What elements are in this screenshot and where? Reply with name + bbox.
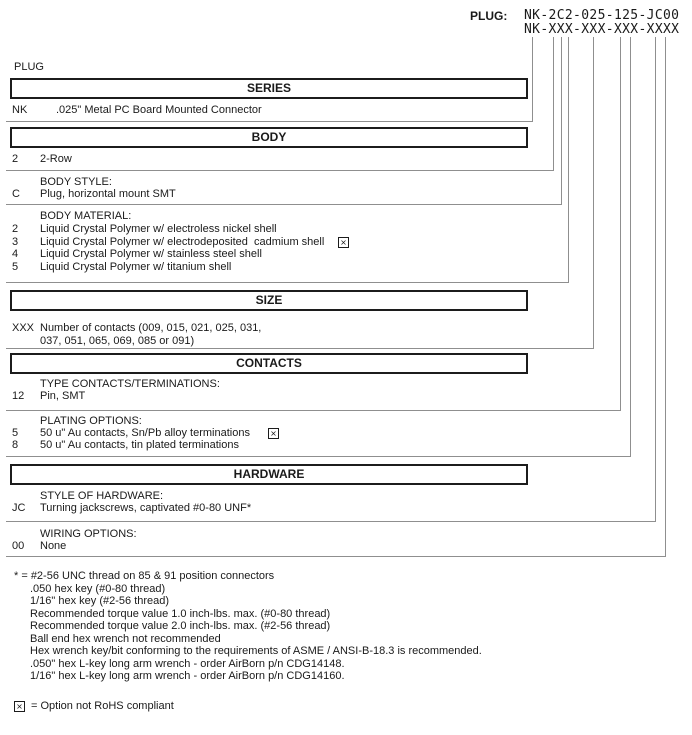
plating-heading: PLATING OPTIONS: — [40, 415, 142, 427]
footnote-line: Ball end hex wrench not recommended — [30, 633, 221, 645]
body-material-desc: Liquid Crystal Polymer w/ electroless ni… — [40, 223, 277, 235]
hardware-style-heading: STYLE OF HARDWARE: — [40, 490, 164, 502]
part-number-template: NK-XXX-XXX-XXX-XXXX — [524, 22, 680, 37]
not-rohs-icon: × — [338, 237, 349, 248]
body-material-code: 3 — [12, 236, 19, 248]
contact-type-heading: TYPE CONTACTS/TERMINATIONS: — [40, 378, 220, 390]
divider-wiring — [6, 556, 666, 557]
divider-hardware-style — [6, 521, 656, 522]
divider-body-material — [6, 282, 569, 283]
wiring-desc: None — [40, 540, 67, 552]
size-code: XXX — [12, 322, 35, 334]
body-row-desc: 2-Row — [40, 153, 72, 165]
divider-body-rows — [6, 170, 554, 171]
connector-line-size — [593, 37, 594, 348]
rohs-note: = Option not RoHS compliant — [31, 700, 174, 712]
divider-body-style — [6, 204, 562, 205]
plug-caption: PLUG — [14, 61, 44, 73]
size-header: SIZE — [10, 290, 528, 311]
body-header: BODY — [10, 127, 528, 148]
connector-line-series — [532, 37, 533, 121]
part-number-example: NK-2C2-025-125-JC00 — [524, 8, 680, 23]
hardware-style-desc: Turning jackscrews, captivated #0-80 UNF… — [40, 502, 252, 514]
footnote-line: Hex wrench key/bit conforming to the req… — [30, 645, 482, 657]
connector-line-body-material — [568, 37, 569, 282]
body-material-code: 5 — [12, 261, 19, 273]
connector-line-body-style — [561, 37, 562, 204]
footnote-asterisk: * = #2-56 UNC thread on 85 & 91 position… — [14, 570, 275, 582]
body-material-desc: Liquid Crystal Polymer w/ electrodeposit… — [40, 236, 325, 248]
series-header: SERIES — [10, 78, 528, 99]
body-style-desc: Plug, horizontal mount SMT — [40, 188, 176, 200]
wiring-code: 00 — [12, 540, 25, 552]
footnote-line: 1/16" hex key (#2-56 thread) — [30, 595, 170, 607]
body-style-code: C — [12, 188, 20, 200]
hardware-header: HARDWARE — [10, 464, 528, 485]
footnote-line: .050 hex key (#0-80 thread) — [30, 583, 166, 595]
contact-type-desc: Pin, SMT — [40, 390, 86, 402]
body-material-desc: Liquid Crystal Polymer w/ titanium shell — [40, 261, 232, 273]
body-style-heading: BODY STYLE: — [40, 176, 112, 188]
not-rohs-icon: × — [14, 701, 25, 712]
series-code: NK — [12, 104, 28, 116]
connector-line-body-rows — [553, 37, 554, 170]
wiring-heading: WIRING OPTIONS: — [40, 528, 137, 540]
plating-desc: 50 u" Au contacts, tin plated terminatio… — [40, 439, 239, 451]
body-material-code: 4 — [12, 248, 19, 260]
hardware-style-code: JC — [12, 502, 26, 514]
plug-label: PLUG: — [470, 9, 508, 23]
body-material-desc: Liquid Crystal Polymer w/ stainless stee… — [40, 248, 262, 260]
body-material-heading: BODY MATERIAL: — [40, 210, 132, 222]
contacts-header: CONTACTS — [10, 353, 528, 374]
connector-line-wiring — [665, 37, 666, 556]
connector-line-contact-type — [620, 37, 621, 410]
footnote-line: Recommended torque value 2.0 inch-lbs. m… — [30, 620, 331, 632]
plating-desc: 50 u" Au contacts, Sn/Pb alloy terminati… — [40, 427, 250, 439]
size-desc-line1: Number of contacts (009, 015, 021, 025, … — [40, 322, 262, 334]
body-row-code: 2 — [12, 153, 19, 165]
not-rohs-icon: × — [268, 428, 279, 439]
size-desc-line2: 037, 051, 065, 069, 085 or 091) — [40, 335, 195, 347]
divider-size — [6, 348, 594, 349]
divider-plating — [6, 456, 631, 457]
footnote-line: Recommended torque value 1.0 inch-lbs. m… — [30, 608, 331, 620]
body-material-code: 2 — [12, 223, 19, 235]
plating-code: 8 — [12, 439, 19, 451]
connector-line-hardware-style — [655, 37, 656, 521]
divider-series — [6, 121, 533, 122]
contact-type-code: 12 — [12, 390, 25, 402]
footnote-line: 1/16" hex L-key long arm wrench - order … — [30, 670, 345, 682]
connector-line-plating — [630, 37, 631, 456]
footnote-line: .050" hex L-key long arm wrench - order … — [30, 658, 345, 670]
plating-code: 5 — [12, 427, 19, 439]
series-desc: .025" Metal PC Board Mounted Connector — [56, 104, 262, 116]
divider-contact-type — [6, 410, 621, 411]
